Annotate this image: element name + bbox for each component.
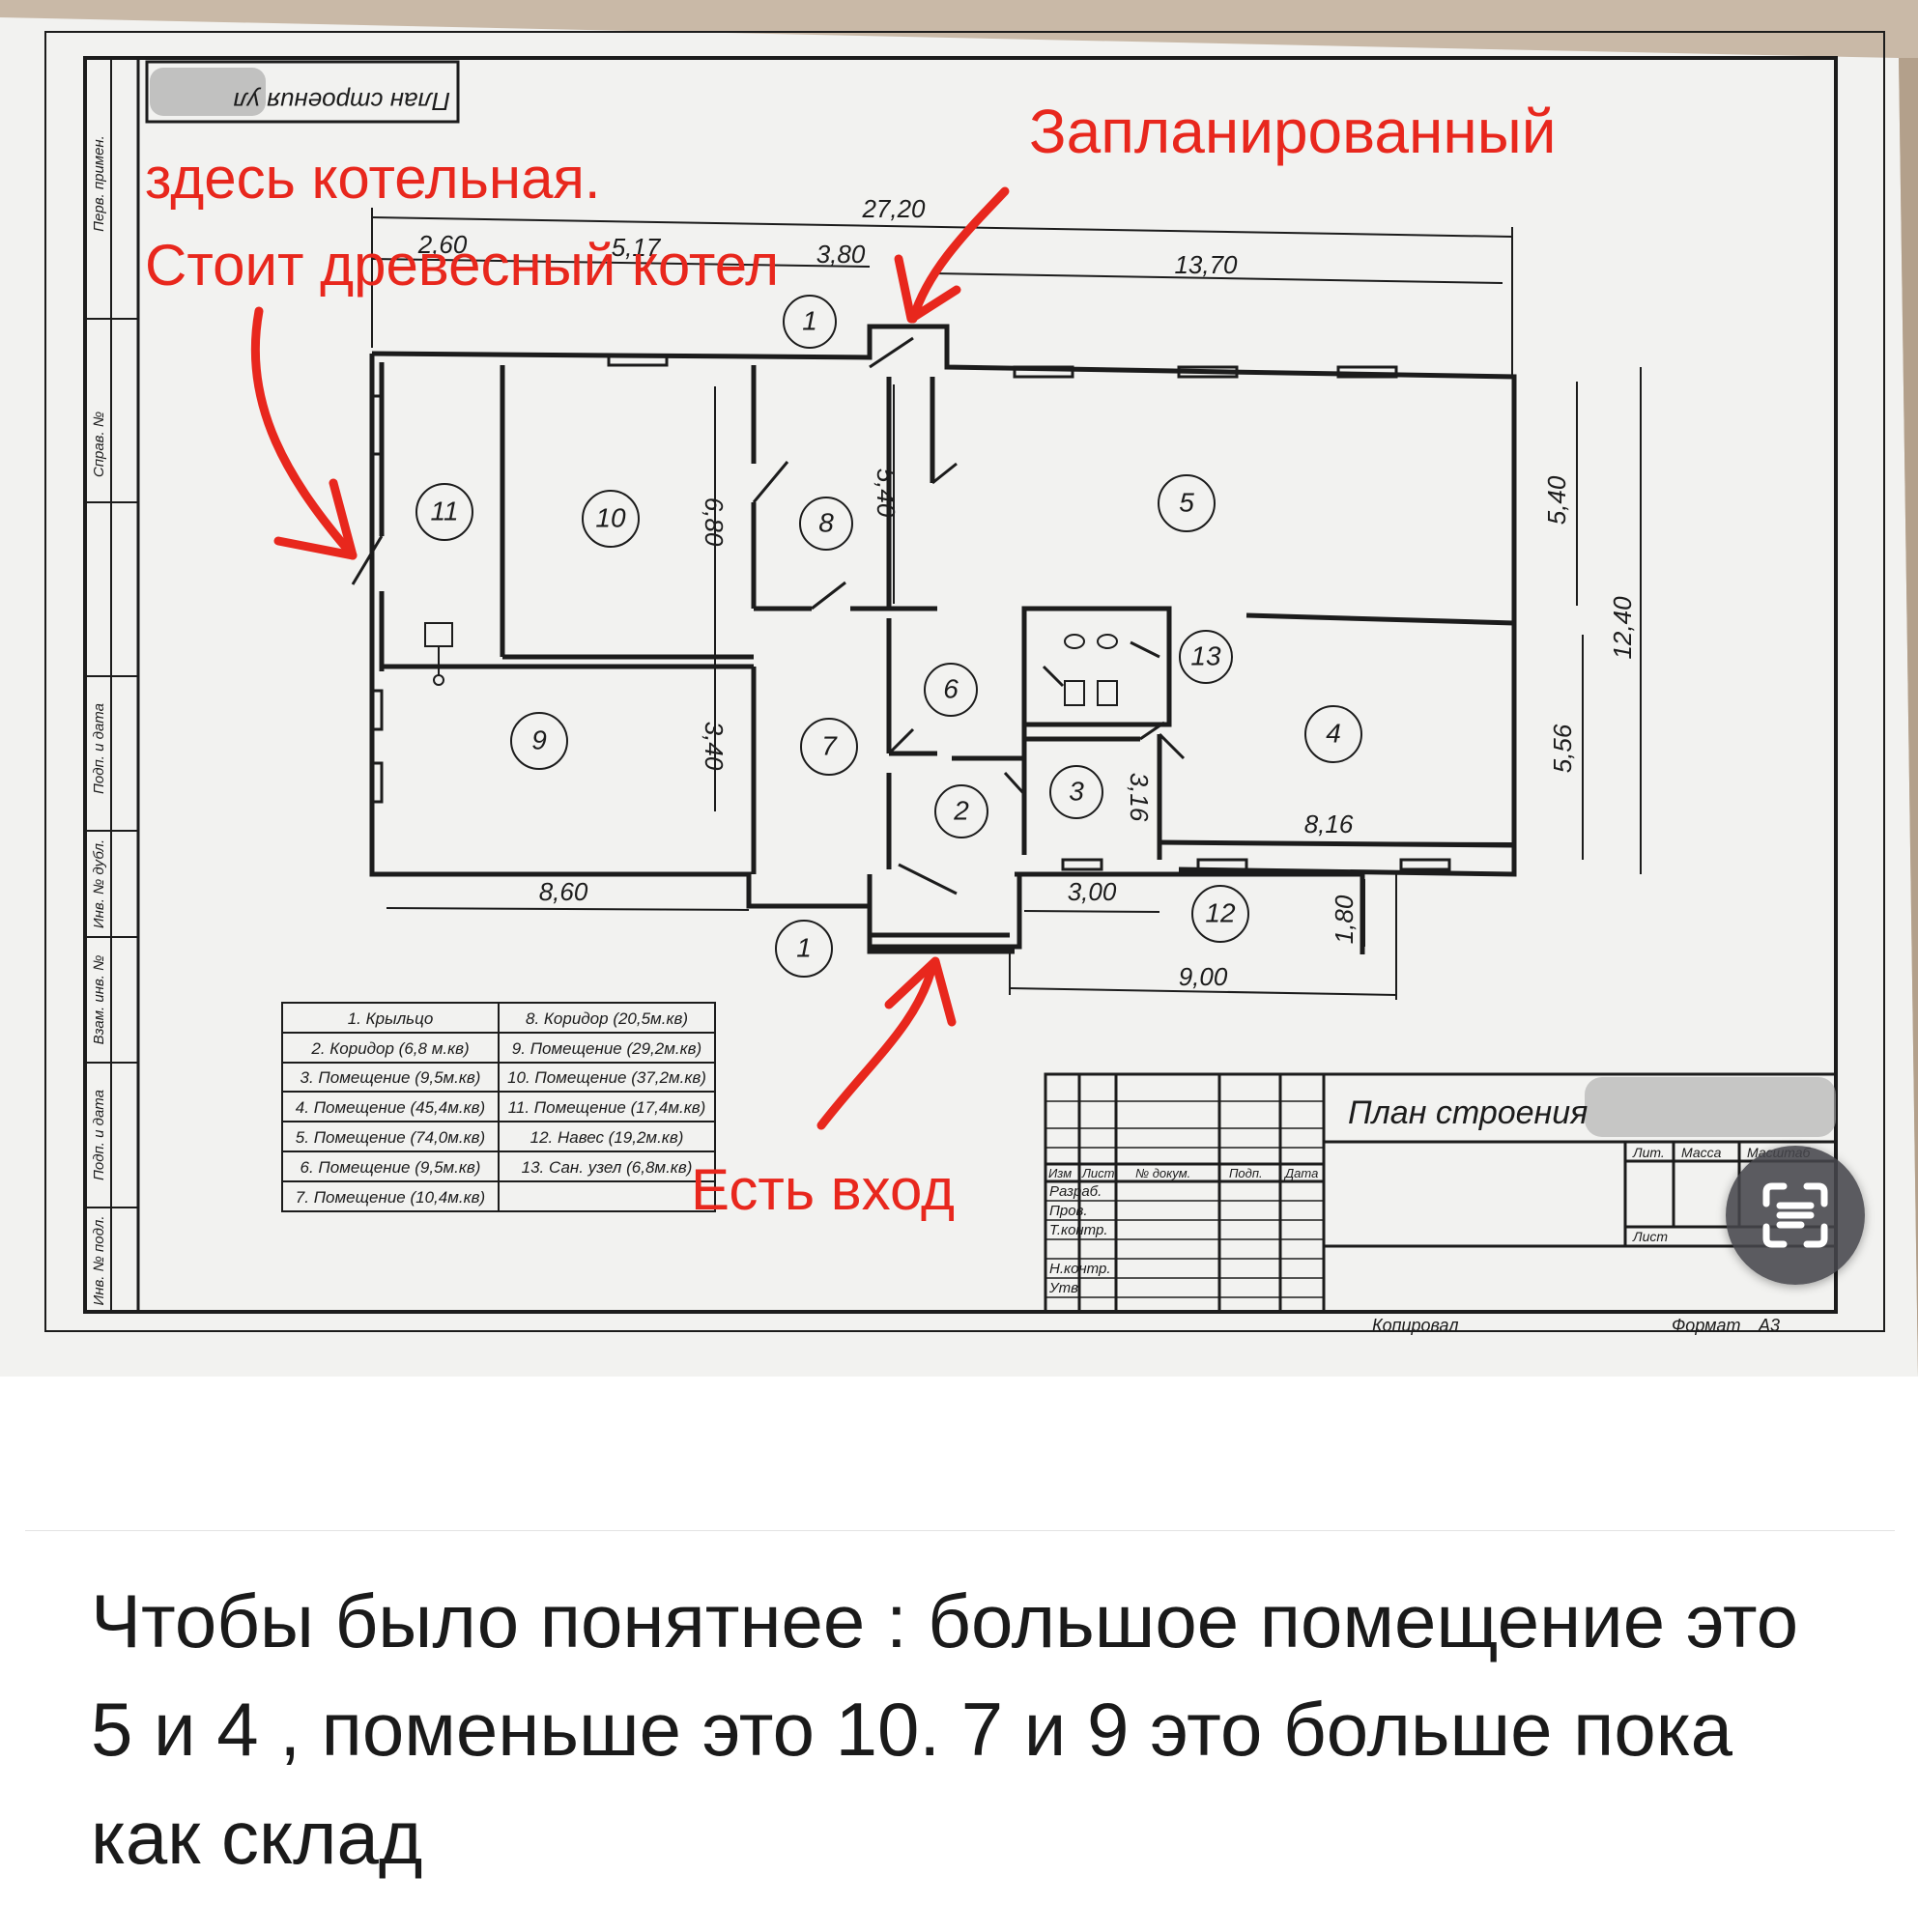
redaction-blur — [150, 68, 266, 116]
dimension-label: 5,40 — [872, 469, 901, 518]
side-stamp-label: Подп. и дата — [91, 1090, 107, 1180]
legend-cell: 12. Навес (19,2м.кв) — [530, 1128, 684, 1147]
redaction-blur — [1585, 1077, 1836, 1137]
dimension-label: 13,70 — [1174, 250, 1238, 279]
dimension-label: 3,00 — [1068, 877, 1117, 906]
room-number: 3 — [1069, 776, 1084, 806]
dimension-label: 5,17 — [612, 233, 662, 262]
boiler-note-line1: здесь котельная. — [145, 146, 601, 211]
text-scan-button[interactable] — [1726, 1146, 1865, 1285]
dimension-label: 3,80 — [816, 240, 866, 269]
text-scan-icon — [1762, 1182, 1828, 1248]
room-number: 4 — [1326, 718, 1341, 748]
dimension-label: 3,16 — [1125, 773, 1154, 822]
legend-table-grid — [281, 1002, 716, 1212]
room-number: 1 — [802, 305, 817, 335]
dimension-label: 3,40 — [700, 722, 729, 771]
outer-frame — [44, 31, 1885, 1332]
windows — [370, 354, 1451, 871]
room-circles — [415, 295, 1362, 978]
divider — [25, 1530, 1895, 1531]
title-block-mass: Масса — [1681, 1145, 1722, 1160]
side-stamp-label: Инв. № дубл. — [91, 839, 107, 928]
title-block-header: Изм — [1048, 1166, 1072, 1180]
boiler-note-line2: Стоит древесный котел — [145, 233, 779, 298]
dimension-label: 8,60 — [539, 877, 588, 906]
title-block-row: Т.контр. — [1049, 1222, 1108, 1238]
copied-label: Копировал — [1372, 1316, 1459, 1335]
dimension-label: 5,56 — [1548, 724, 1577, 773]
rotated-title-box — [145, 60, 460, 124]
title-block-header: Дата — [1283, 1166, 1318, 1180]
sanitary-fixtures — [1064, 634, 1118, 706]
legend-cell: 3. Помещение (9,5м.кв) — [301, 1068, 481, 1087]
format-label: Формат — [1672, 1316, 1740, 1335]
title-block-row: Утв. — [1048, 1280, 1082, 1296]
legend-cell: 7. Помещение (10,4м.кв) — [296, 1188, 485, 1207]
dimension-label: 5,40 — [1542, 475, 1571, 525]
room-number: 9 — [531, 724, 547, 754]
legend-cell: 5. Помещение (74,0м.кв) — [296, 1128, 485, 1147]
dimension-label: 8,16 — [1304, 810, 1354, 838]
room-number: 7 — [821, 730, 838, 760]
side-stamp-label: Подп. и дата — [91, 703, 107, 794]
dimension-label: 27,20 — [861, 194, 926, 223]
dimension-label: 9,00 — [1179, 962, 1228, 991]
room-number: 1 — [796, 932, 812, 962]
room-number: 11 — [430, 496, 458, 526]
legend-cell: 1. Крыльцо — [348, 1009, 434, 1028]
side-stamp-label: Справ. № — [91, 412, 107, 477]
dimension-lines — [371, 208, 1642, 1000]
dimension-label: 12,40 — [1608, 596, 1637, 660]
title-block-header: Лист — [1081, 1166, 1115, 1180]
title-block-title: План строения — [1348, 1094, 1588, 1131]
legend-cell: 2. Коридор (6,8 м.кв) — [310, 1039, 469, 1058]
side-stamp-label: Взам. инв. № — [91, 955, 107, 1045]
title-block-sheet: Лист — [1632, 1229, 1668, 1244]
room-number: 6 — [943, 673, 959, 703]
dimension-label: 2,60 — [417, 230, 468, 259]
legend-cell: 9. Помещение (29,2м.кв) — [512, 1039, 701, 1058]
title-block-header: Подп. — [1229, 1166, 1263, 1180]
room-number: 10 — [595, 502, 626, 532]
building-walls — [369, 324, 1517, 954]
title-block-row: Разраб. — [1049, 1183, 1102, 1200]
title-block-lit: Лит. — [1632, 1145, 1665, 1160]
legend-cell: 10. Помещение (37,2м.кв) — [507, 1068, 706, 1087]
dimension-label: 1,80 — [1330, 895, 1359, 944]
room-number: 12 — [1205, 897, 1236, 927]
red-arrows — [250, 186, 1010, 1130]
title-block-row: Пров. — [1049, 1203, 1088, 1219]
room-number: 8 — [818, 507, 834, 537]
door-swings — [351, 336, 1186, 895]
room-number: 13 — [1190, 640, 1221, 670]
room-number: 5 — [1179, 487, 1194, 517]
legend-cell: 13. Сан. узел (6,8м.кв) — [522, 1158, 693, 1177]
planned-note: Запланированный — [1029, 97, 1556, 166]
title-block-row: Н.контр. — [1049, 1261, 1111, 1277]
message-text: Чтобы было понятнее : большое помещение … — [91, 1578, 1799, 1880]
format-value: А3 — [1758, 1316, 1780, 1335]
rotated-plan-title: План строения ул — [233, 87, 450, 116]
title-block-header: № докум. — [1135, 1166, 1190, 1180]
side-stamp-label: Инв. № подл. — [91, 1215, 107, 1305]
side-stamp-label: Перв. примен. — [91, 135, 107, 232]
dimension-label: 6,80 — [700, 497, 729, 547]
legend-cell: 8. Коридор (20,5м.кв) — [526, 1009, 688, 1028]
floor-plan-photo: План строения ул 27,20 2,60 5,17 3,80 13… — [0, 0, 1918, 1377]
paper-sheet — [0, 17, 1918, 1377]
room-number: 2 — [953, 795, 969, 825]
legend-cell: 6. Помещение (9,5м.кв) — [301, 1158, 481, 1177]
legend-cell: 4. Помещение (45,4м.кв) — [296, 1098, 485, 1117]
entrance-note: Есть вход — [691, 1157, 955, 1222]
legend-cell: 11. Помещение (17,4м.кв) — [508, 1098, 706, 1117]
